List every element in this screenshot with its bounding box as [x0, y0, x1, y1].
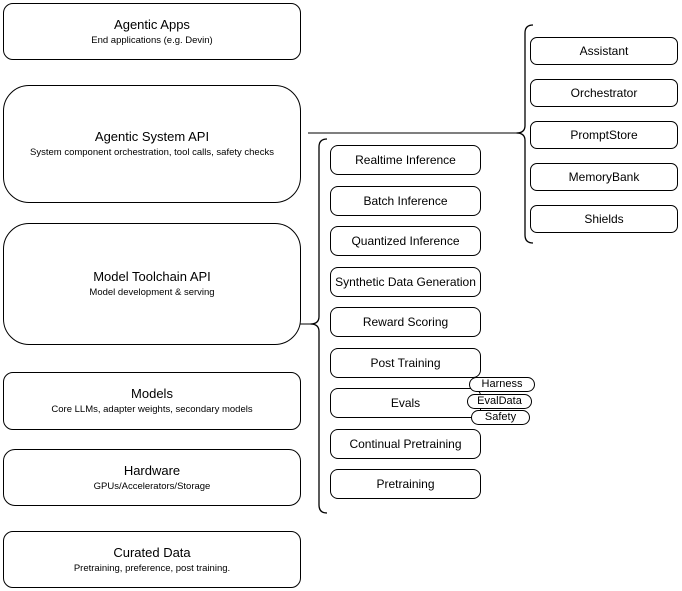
node-title: Agentic System API: [94, 129, 210, 144]
node-model-toolchain-api: Model Toolchain API Model development & …: [3, 223, 301, 345]
node-title: Hardware: [123, 462, 181, 478]
node-subtitle: Core LLMs, adapter weights, secondary mo…: [51, 404, 253, 415]
node-assistant: Assistant: [530, 37, 678, 65]
node-synthetic-data-generation: Synthetic Data Generation: [330, 266, 481, 297]
eval-tag-evaldata: EvalData: [467, 394, 532, 409]
node-hardware: Hardware GPUs/Accelerators/Storage: [3, 449, 301, 506]
node-title: Model Toolchain API: [93, 269, 211, 284]
node-agentic-system-api: Agentic System API System component orch…: [3, 85, 301, 203]
node-subtitle: System component orchestration, tool cal…: [30, 147, 274, 158]
node-subtitle: Model development & serving: [89, 287, 215, 298]
node-models: Models Core LLMs, adapter weights, secon…: [3, 372, 301, 430]
eval-tag-harness: Harness: [469, 377, 535, 392]
node-continual-pretraining: Continual Pretraining: [330, 428, 481, 459]
eval-tag-safety: Safety: [471, 410, 530, 425]
toolchain-group: Realtime Inference Batch Inference Quant…: [330, 145, 481, 499]
node-subtitle: GPUs/Accelerators/Storage: [93, 480, 211, 492]
node-subtitle: Pretraining, preference, post training.: [73, 562, 231, 574]
node-shields: Shields: [530, 205, 678, 233]
node-title: Agentic Apps: [114, 16, 190, 32]
node-quantized-inference: Quantized Inference: [330, 226, 481, 256]
toolchain-brace: [310, 138, 328, 514]
node-subtitle: End applications (e.g. Devin): [91, 34, 213, 46]
node-reward-scoring: Reward Scoring: [330, 307, 481, 337]
system-group: Assistant Orchestrator PromptStore Memor…: [530, 37, 678, 233]
node-curated-data: Curated Data Pretraining, preference, po…: [3, 531, 301, 588]
node-post-training: Post Training: [330, 347, 481, 378]
node-agentic-apps: Agentic Apps End applications (e.g. Devi…: [3, 3, 301, 60]
node-realtime-inference: Realtime Inference: [330, 145, 481, 175]
node-batch-inference: Batch Inference: [330, 185, 481, 216]
node-title: Models: [131, 386, 173, 401]
system-brace: [516, 24, 534, 244]
node-promptstore: PromptStore: [530, 121, 678, 149]
node-orchestrator: Orchestrator: [530, 79, 678, 107]
node-memorybank: MemoryBank: [530, 163, 678, 191]
node-evals: Evals: [330, 388, 481, 418]
node-title: Curated Data: [113, 544, 191, 560]
node-pretraining: Pretraining: [330, 469, 481, 499]
